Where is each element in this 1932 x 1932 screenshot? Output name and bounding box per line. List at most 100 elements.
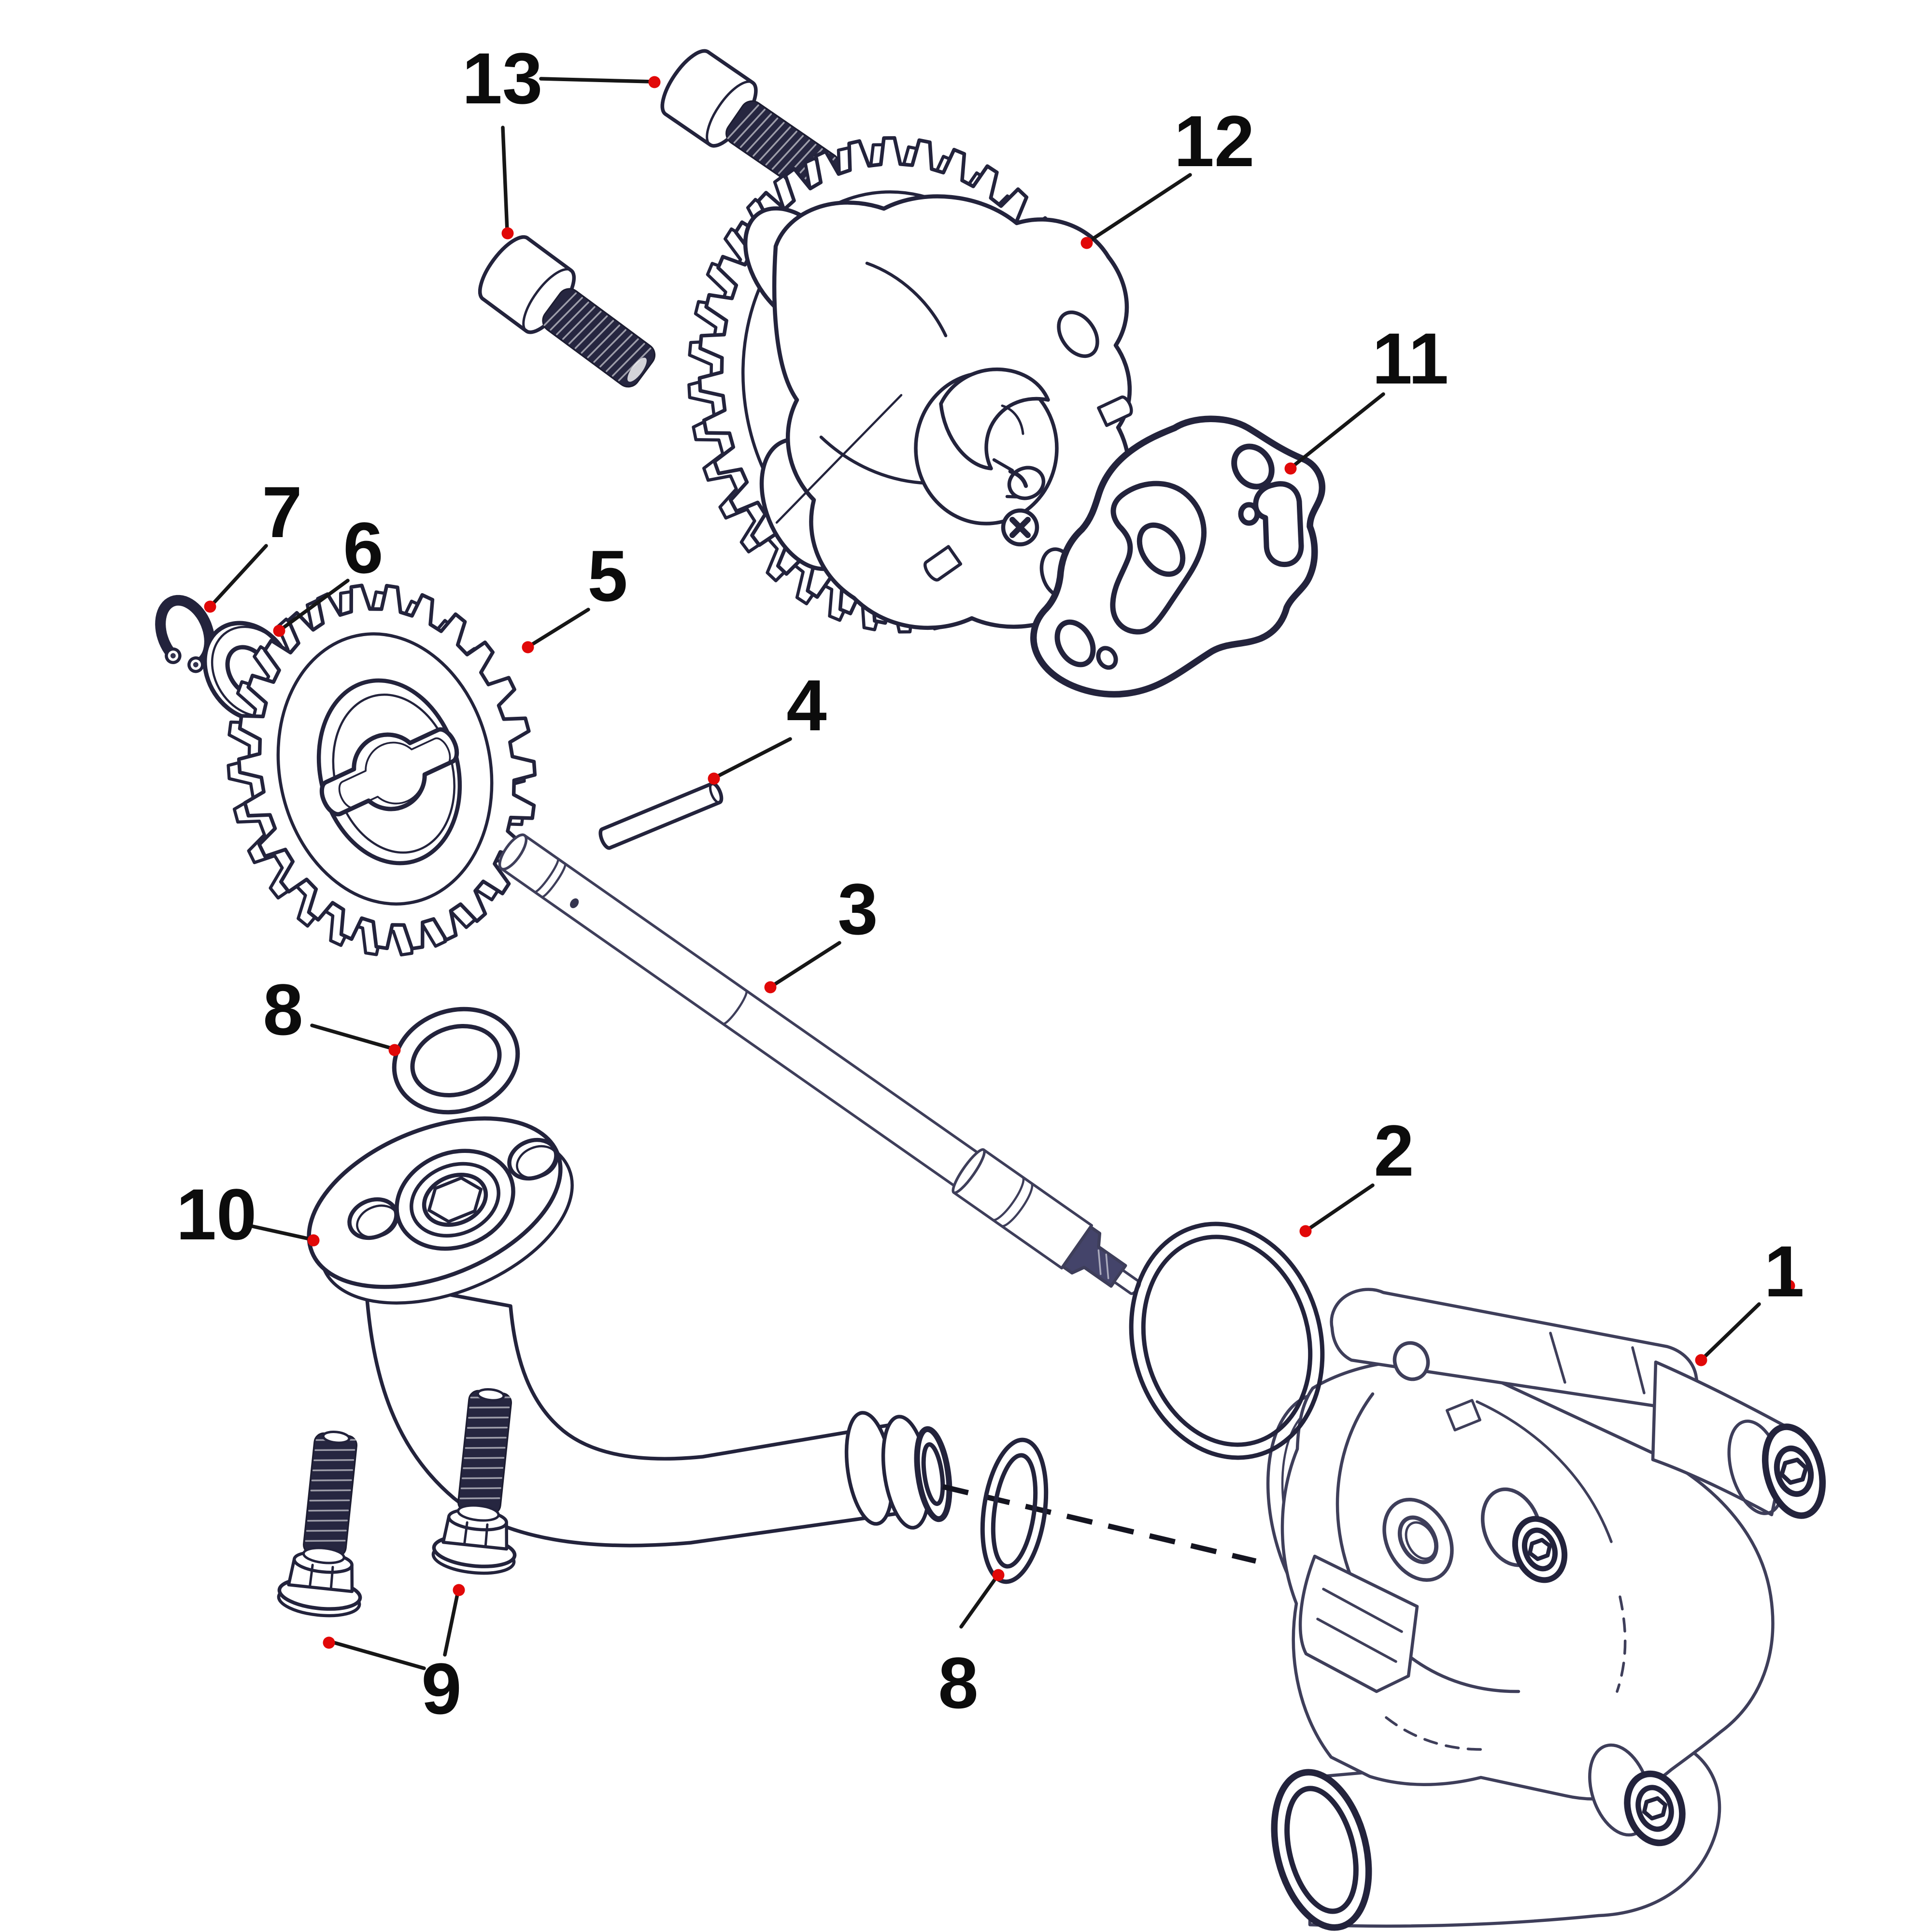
callout-label-part-5: 5 [587, 535, 627, 616]
leader-line-part-8-upper [310, 1023, 395, 1051]
stub-shade [1008, 469, 1028, 488]
thread-ridge [759, 126, 791, 161]
thread-ridge [574, 315, 608, 349]
thread-ridge [463, 1467, 504, 1469]
thread-ridge [313, 1459, 355, 1462]
inner-rotor-crescent [939, 367, 1050, 470]
circlip-lug-hole [170, 653, 176, 659]
flange-bore-hex [427, 1176, 483, 1223]
part-5-gear [227, 583, 537, 957]
thread-ridge [467, 1426, 508, 1429]
gasket-hole-tiny [1096, 646, 1118, 670]
bracket-hole [1392, 1341, 1430, 1381]
housing-contour [1476, 1400, 1613, 1543]
thread-ridge [311, 1479, 352, 1481]
leader-line-part-2 [1306, 1183, 1375, 1232]
part-12-pump-gear-assembly [687, 136, 1133, 634]
leader-line-part-10 [246, 1223, 313, 1241]
pin-body [598, 781, 724, 850]
oring-inner [410, 1023, 502, 1098]
thread-ridge [778, 139, 810, 174]
oring-outer [392, 1007, 520, 1115]
thread-ridge [562, 306, 596, 340]
thread-ridge [309, 1499, 350, 1502]
gear-section-line [775, 394, 903, 524]
hex-socket [1528, 1538, 1552, 1561]
callout-label-part-10: 10 [176, 1174, 257, 1255]
shaft-fill [501, 835, 980, 1188]
thread-ridge [312, 1469, 353, 1471]
thread-ridge [587, 324, 621, 358]
shaft-tang [1061, 1225, 1127, 1288]
pump-body-ridge [819, 435, 925, 485]
thread-ridge [611, 342, 645, 377]
leader-dot-part-5 [522, 641, 534, 653]
callout-label-part-12: 12 [1174, 100, 1255, 182]
thread-ridge [739, 113, 772, 148]
leader-dot-part-12 [1080, 237, 1093, 249]
thread-ridge [771, 135, 804, 170]
thread-ridge [727, 104, 759, 140]
hex-flange-bolt [431, 1388, 517, 1575]
leader-line-part-3 [770, 941, 841, 988]
dowel-stub [1097, 395, 1133, 427]
part-13-socket-bolts [478, 49, 840, 388]
thread-ridge [466, 1436, 507, 1439]
thread-ridge [753, 122, 785, 157]
thread-ridge [461, 1477, 502, 1479]
leader-dot-part-8-upper [388, 1044, 401, 1056]
gasket-hook-slot [1253, 481, 1304, 568]
leader-dot-part-13 [648, 76, 661, 88]
thread-ridge [599, 333, 633, 368]
thread-ridge [765, 130, 797, 166]
part-10-flange-pipe [307, 1116, 952, 1548]
bracket-tab [1446, 1399, 1481, 1432]
thread-ridge [460, 1487, 501, 1490]
thread-ridge [314, 1449, 355, 1451]
leader-dot-part-3 [764, 981, 777, 994]
housing-hidden-edge [1616, 1595, 1627, 1693]
thread-ridge [465, 1447, 506, 1449]
part-8-oring-lower [980, 1437, 1049, 1584]
leader-dot-part-11 [1284, 462, 1297, 475]
bolt-neck [302, 1547, 345, 1564]
socket-bolt [478, 235, 656, 388]
shaft-step [722, 989, 748, 1025]
collar-band [991, 1176, 1034, 1227]
thread-ridge [464, 1457, 505, 1459]
screw-cross [1009, 517, 1031, 538]
leader-line-part-11 [1291, 392, 1385, 469]
oring-outer [1129, 1222, 1325, 1460]
bolt-tip [627, 357, 647, 382]
thread-ridge [469, 1406, 510, 1409]
tang-highlight [1097, 1249, 1109, 1279]
leader-dot-part-13 [501, 227, 514, 240]
leader-dot-part-4 [708, 772, 720, 785]
thread-ridge [308, 1509, 349, 1512]
thread-ridge [305, 1540, 346, 1542]
pump-bolt-hole [1057, 310, 1099, 358]
leader-line-part-5 [528, 608, 590, 648]
pump-body-ridge [865, 261, 948, 338]
callout-label-part-8-lower: 8 [938, 1642, 978, 1723]
oring-inner [1141, 1235, 1313, 1447]
thread-ridge [746, 117, 779, 153]
thread-ridge [459, 1497, 500, 1500]
thread-ridge [310, 1489, 351, 1492]
bolt-head-rim [522, 268, 572, 332]
thread-ridge [556, 301, 589, 336]
bracket-steps [1549, 1332, 1646, 1394]
shaft-hole [570, 898, 579, 909]
bolt-tip-cap [322, 1430, 351, 1444]
thread-ridge [306, 1530, 347, 1532]
housing-top-bracket [1330, 1288, 1699, 1409]
callout-label-part-3: 3 [838, 868, 878, 950]
lug-lines [1316, 1588, 1403, 1663]
part-4-pin [598, 781, 724, 850]
callout-label-part-1: 1 [1764, 1231, 1804, 1312]
callout-label-part-7: 7 [262, 471, 302, 553]
shaft-edges [500, 834, 982, 1189]
